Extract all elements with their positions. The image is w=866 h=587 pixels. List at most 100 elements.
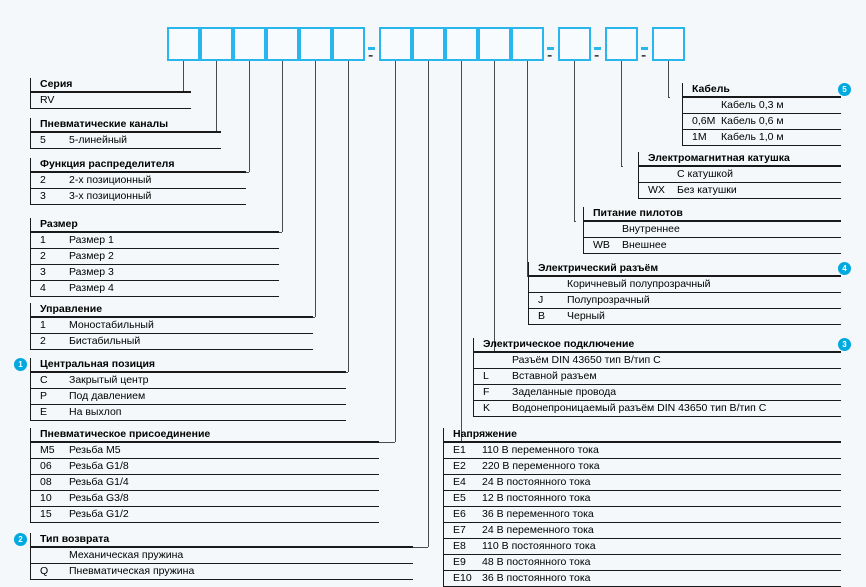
leader-line	[494, 61, 495, 352]
leader-line	[348, 61, 349, 372]
option-row[interactable]: Кабель 0,3 м	[683, 98, 841, 114]
option-row[interactable]: Внутреннее	[584, 222, 841, 238]
note-badge-3[interactable]: 3	[838, 338, 851, 351]
option-label: Резьба G3/8	[69, 492, 129, 504]
code-box[interactable]	[412, 27, 445, 61]
option-code: 06	[40, 460, 52, 472]
option-label: Кабель 1,0 м	[721, 131, 784, 143]
leader-elbow	[574, 221, 576, 222]
code-box[interactable]	[445, 27, 478, 61]
option-label: 24 В переменного тока	[482, 524, 594, 536]
code-box[interactable]	[379, 27, 412, 61]
option-label: Внутреннее	[622, 223, 680, 235]
code-box[interactable]	[558, 27, 591, 61]
option-code: E5	[453, 492, 466, 504]
leader-line	[216, 61, 217, 132]
option-row[interactable]: RV	[31, 93, 191, 109]
option-label: 24 В постоянного тока	[482, 476, 591, 488]
option-group-title: Серия	[31, 78, 191, 93]
option-row[interactable]: 10 Резьба G3/8	[31, 491, 379, 507]
code-box[interactable]	[200, 27, 233, 61]
option-row[interactable]: Механическая пружина	[31, 548, 413, 564]
option-label: Резьба G1/4	[69, 476, 129, 488]
option-label: Внешнее	[622, 239, 667, 251]
code-box[interactable]	[233, 27, 266, 61]
code-box[interactable]	[299, 27, 332, 61]
option-label: Размер 1	[69, 234, 114, 246]
option-code: E6	[453, 508, 466, 520]
note-badge-1[interactable]: 1	[14, 358, 27, 371]
option-code: RV	[40, 94, 55, 106]
code-box[interactable]	[167, 27, 200, 61]
note-badge-4[interactable]: 4	[838, 262, 851, 275]
option-label: Водонепроницаемый разъём DIN 43650 тип B…	[512, 402, 767, 414]
code-box[interactable]	[511, 27, 544, 61]
code-separator-dash: -	[368, 47, 375, 64]
option-row[interactable]: С катушкой	[639, 167, 841, 183]
option-code: 0,6M	[692, 115, 716, 127]
code-box[interactable]	[266, 27, 299, 61]
option-group-title: Электрический разъём	[529, 262, 841, 277]
code-box[interactable]	[652, 27, 685, 61]
leader-line	[428, 61, 429, 547]
option-label: Полупрозрачный	[567, 294, 650, 306]
leader-line	[461, 61, 462, 442]
code-box[interactable]	[605, 27, 638, 61]
option-code: 10	[40, 492, 52, 504]
option-code: 1	[40, 319, 46, 331]
option-row[interactable]: Разъём DIN 43650 тип B/тип C	[474, 353, 841, 369]
option-code: E10	[453, 572, 472, 584]
code-box[interactable]	[332, 27, 365, 61]
option-code: C	[40, 374, 48, 386]
option-label: 110 В постоянного тока	[482, 540, 596, 552]
option-code: 2	[40, 174, 46, 186]
note-badge-5[interactable]: 5	[838, 83, 851, 96]
leader-line	[315, 61, 316, 317]
note-badge-2[interactable]: 2	[14, 533, 27, 546]
option-group-title: Пневматические каналы	[31, 118, 221, 133]
option-row[interactable]: Коричневый полупрозрачный	[529, 277, 841, 293]
code-box[interactable]	[478, 27, 511, 61]
